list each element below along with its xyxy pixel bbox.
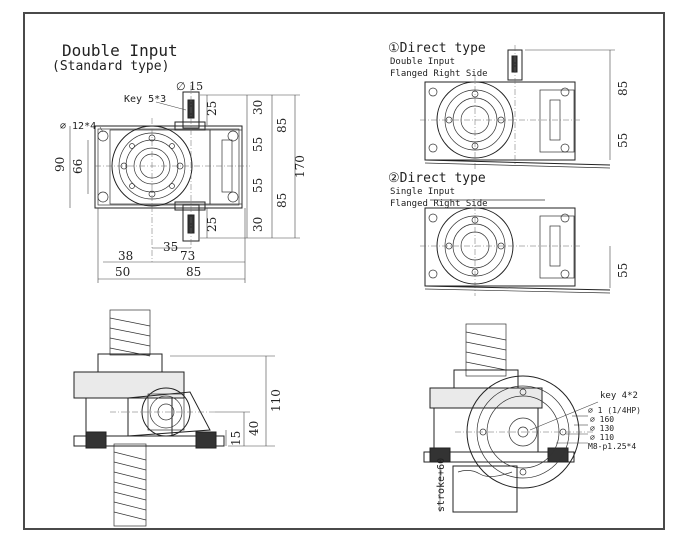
rear-key-label: key 4*2: [600, 391, 638, 401]
callout-2: ∅ 130: [590, 424, 614, 433]
screw-shaft-bottom: [113, 443, 147, 527]
direct-type-1-view: ①Direct type Double Input Flanged Right …: [388, 41, 630, 170]
dim-55-bottom: 55: [251, 178, 265, 193]
side-dim-15: 15: [229, 431, 243, 446]
direct-type-2-line1: Single Input: [390, 187, 455, 197]
dim-30-top: 30: [251, 100, 265, 115]
direct-1-dim-55: 55: [616, 133, 630, 148]
direct-1-dim-85: 85: [616, 81, 630, 96]
dim-85-base: 85: [186, 265, 201, 279]
dim-30-bottom: 30: [251, 217, 265, 232]
shaft-dia-label: ∅ 15: [176, 80, 203, 93]
key-label: Key 5*3: [124, 94, 166, 105]
callout-0: ∅ 1 (1/4HP): [588, 406, 641, 415]
rear-screw-top: [465, 323, 507, 377]
callout-1: ∅ 160: [590, 415, 614, 424]
flange-plate: [109, 129, 211, 205]
callout-4: M8-p1.25*4: [588, 442, 636, 451]
drawing-frame: [23, 12, 665, 530]
mount-hole-icon: [97, 130, 109, 142]
dim-25-top: 25: [205, 101, 219, 116]
housing-2: [424, 207, 576, 287]
mount-hole-icon: [227, 191, 239, 203]
mount-hole-icon: [97, 191, 109, 203]
dim-73: 73: [180, 249, 195, 263]
holes-label: ∅ 12*4: [60, 121, 96, 132]
dim-35: 35: [163, 240, 178, 254]
dim-25-bottom: 25: [205, 217, 219, 232]
rear-body: [433, 407, 539, 453]
mount-hole-icon: [227, 130, 239, 142]
screw-shaft-top: [109, 309, 151, 356]
direct-type-1-title: ①Direct type: [388, 41, 486, 56]
double-input-subtitle: (Standard type): [52, 59, 169, 74]
direct-type-1-line1: Double Input: [390, 57, 455, 67]
dim-55-top: 55: [251, 137, 265, 152]
stroke-label: stroke+60: [436, 458, 447, 512]
dim-50: 50: [115, 265, 130, 279]
dim-170: 170: [293, 155, 307, 178]
direct-type-1-line2: Flanged Right Side: [390, 69, 488, 79]
double-input-title: Double Input: [62, 41, 178, 60]
stroke-tube: [452, 465, 518, 513]
direct-type-2-view: ②Direct type Single Input Flanged Right …: [388, 171, 630, 296]
dim-90: 90: [53, 157, 67, 172]
dim-66: 66: [71, 159, 85, 174]
base-plate: [73, 435, 225, 447]
direct-type-2-line2: Flanged Right Side: [390, 199, 488, 209]
double-input-view: Double Input (Standard type): [52, 41, 307, 283]
side-view: 110 40 15: [73, 309, 283, 527]
callout-3: ∅ 110: [590, 433, 614, 442]
side-dim-40: 40: [247, 421, 261, 436]
side-dim-110: 110: [269, 389, 283, 412]
top-shaft: [182, 91, 200, 129]
dim-85-top: 85: [275, 118, 289, 133]
direct-2-dim-55: 55: [616, 263, 630, 278]
housing-outline: [94, 125, 243, 209]
housing-1: [424, 81, 576, 161]
direct-type-2-title: ②Direct type: [388, 171, 486, 186]
dim-85-bottom: 85: [275, 193, 289, 208]
rear-view: stroke+60 key 4*2 ∅ 1 (1/4HP) ∅ 160 ∅ 13…: [423, 323, 641, 513]
dim-38: 38: [118, 249, 133, 263]
